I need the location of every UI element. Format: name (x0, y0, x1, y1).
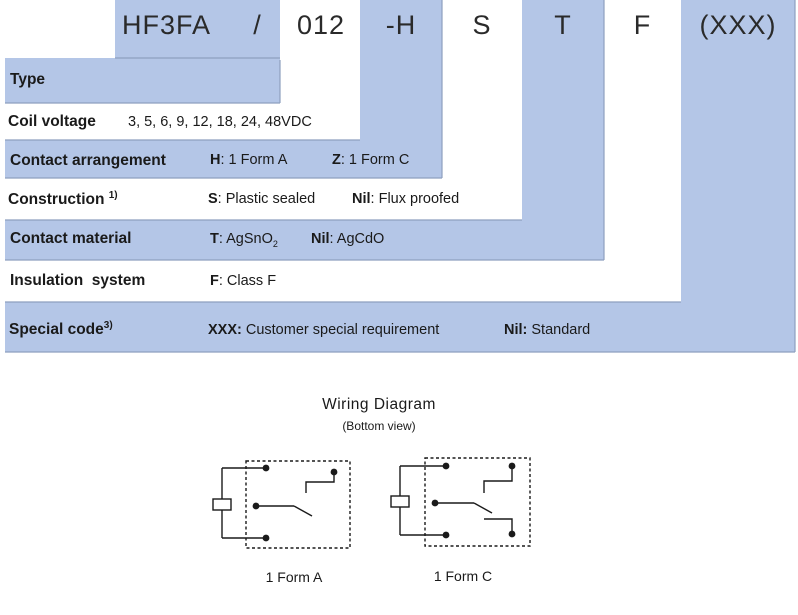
row-label-contact-material: Contact material (10, 230, 132, 247)
option-class-f: F: Class F (210, 273, 276, 289)
column-band-t (522, 0, 604, 220)
form-a-caption: 1 Form A (265, 569, 323, 585)
column-band-h (360, 0, 442, 140)
form-c-caption: 1 Form C (433, 568, 493, 584)
option-flux-proofed: Nil: Flux proofed (352, 191, 459, 207)
form-c-schematic (390, 457, 531, 547)
option-text: Standard (527, 322, 591, 338)
column-band-xxx (681, 0, 795, 302)
subscript: 2 (272, 238, 278, 249)
header-band-hf3fa (115, 0, 280, 60)
part-code-coil-voltage: 012 (296, 10, 346, 40)
row-band-contact-material (5, 220, 604, 260)
row-label-coil-voltage: Coil voltage (8, 113, 96, 130)
part-code-special: (XXX) (699, 10, 777, 40)
form-a-coil-icon (212, 498, 232, 511)
wiring-diagram-title: Wiring Diagram (322, 396, 436, 413)
footnote-marker: 3) (103, 320, 113, 331)
option-key: F (210, 273, 219, 289)
form-a-outline (245, 460, 351, 549)
option-text: : Plastic sealed (217, 191, 316, 207)
option-text: : AgSnO (218, 231, 273, 247)
option-text: : Flux proofed (370, 191, 460, 207)
row-label-special-code: Special code3) (9, 320, 113, 339)
part-code-insulation: F (633, 10, 652, 40)
option-standard: Nil: Standard (504, 322, 590, 338)
coil-voltage-values: 3, 5, 6, 9, 12, 18, 24, 48VDC (128, 114, 312, 130)
part-code-contact-material: T (554, 10, 572, 40)
option-key: Nil: (504, 322, 528, 338)
option-text: : 1 Form A (220, 152, 288, 168)
row-label-type: Type (10, 71, 46, 88)
footnote-marker: 1) (108, 190, 118, 201)
row-band-type (5, 58, 280, 103)
special-code-label: Special code (9, 321, 104, 339)
form-c-coil-icon (390, 495, 410, 508)
option-key: H (210, 152, 221, 168)
part-code-construction: S (472, 10, 492, 40)
row-band-special-code (5, 302, 795, 352)
option-key: S (208, 191, 218, 207)
row-band-contact-arrangement (5, 140, 442, 178)
option-text: : AgCdO (329, 231, 385, 247)
part-code-series: HF3FA (122, 10, 212, 40)
option-key: T (210, 231, 219, 247)
row-label-contact-arrangement: Contact arrangement (10, 152, 166, 169)
option-form-c: Z: 1 Form C (332, 152, 409, 168)
form-a-schematic (212, 460, 351, 549)
option-text: : 1 Form C (340, 152, 410, 168)
option-key: XXX: (208, 322, 242, 338)
row-label-construction: Construction 1) (8, 190, 118, 209)
option-form-a: H: 1 Form A (210, 152, 287, 168)
wiring-diagram-subtitle: (Bottom view) (342, 419, 416, 433)
option-agcdo: Nil: AgCdO (311, 231, 384, 247)
option-key: Nil (352, 191, 371, 207)
option-plastic-sealed: S: Plastic sealed (208, 191, 315, 207)
option-text: : Class F (218, 273, 277, 289)
row-label-insulation-system: Insulation system (10, 272, 146, 289)
option-customer-special: XXX: Customer special requirement (208, 322, 439, 338)
construction-label: Construction (8, 191, 105, 209)
option-key: Z (332, 152, 341, 168)
option-agsno2: T: AgSnO2 (210, 231, 278, 249)
part-code-separator: / (253, 10, 262, 40)
part-code-contact-arrangement: -H (385, 10, 417, 40)
option-key: Nil (311, 231, 330, 247)
option-text: Customer special requirement (241, 322, 440, 338)
form-c-outline (424, 457, 531, 547)
